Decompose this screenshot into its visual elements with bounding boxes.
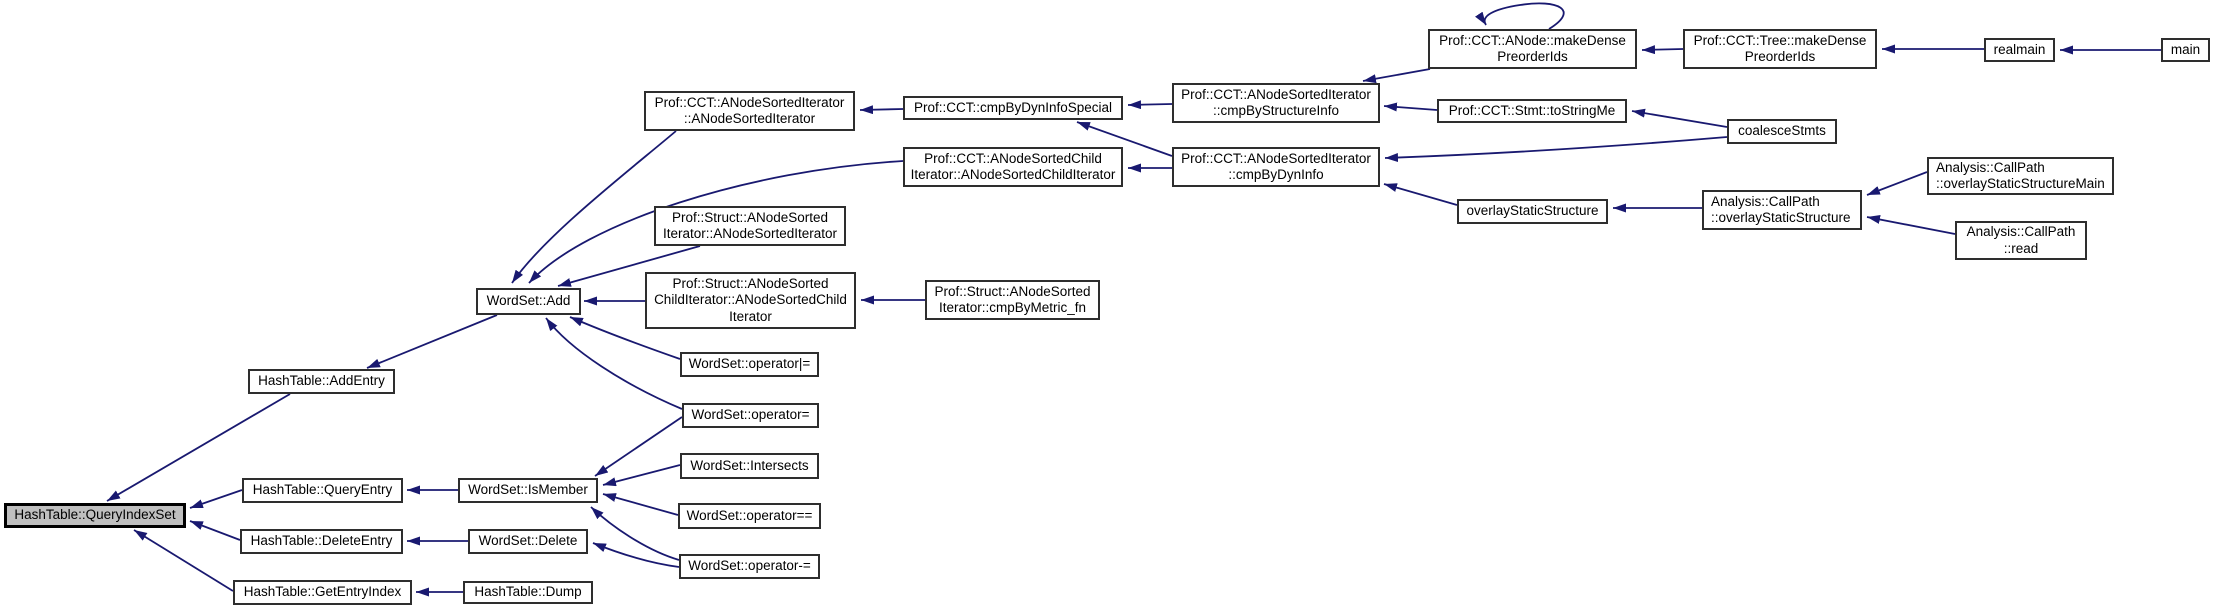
node-analysis-callpath-overlaystaticstructure[interactable]: Analysis::CallPath ::overlayStaticStruct… xyxy=(1702,190,1862,230)
node-cct-anodesortedchilditerator-ctor[interactable]: Prof::CCT::ANodeSortedChild Iterator::AN… xyxy=(903,147,1123,187)
node-hashtable-deleteentry[interactable]: HashTable::DeleteEntry xyxy=(240,529,403,554)
node-cct-tree-makedensepreorderids[interactable]: Prof::CCT::Tree::makeDense PreorderIds xyxy=(1683,29,1877,69)
node-hashtable-dump[interactable]: HashTable::Dump xyxy=(463,581,593,604)
edge-special-cctiterctor xyxy=(859,105,904,115)
node-cct-anode-makedensepreorderids[interactable]: Prof::CCT::ANode::makeDense PreorderIds xyxy=(1428,29,1637,69)
edge-anodemakedense-cmpbystructureinfo xyxy=(1362,68,1431,84)
node-cct-anodesortediterator-ctor[interactable]: Prof::CCT::ANodeSortedIterator ::ANodeSo… xyxy=(644,91,855,131)
edge-operatoreqeq-ismember xyxy=(602,493,679,516)
edge-overlaystatic-cmpbydyninfo xyxy=(1383,183,1458,206)
node-wordset-operator-eq-eq[interactable]: WordSet::operator== xyxy=(678,503,821,529)
node-analysis-callpath-overlaystaticstructuremain[interactable]: Analysis::CallPath ::overlayStaticStruct… xyxy=(1927,157,2114,195)
node-cct-stmt-tostringme[interactable]: Prof::CCT::Stmt::toStringMe xyxy=(1437,99,1627,123)
edge-tostringme-cmpbystructureinfo xyxy=(1383,102,1438,112)
edge-getentryindex-queryindexset xyxy=(133,529,234,592)
node-cct-cmpbydyninfo[interactable]: Prof::CCT::ANodeSortedIterator ::cmpByDy… xyxy=(1172,147,1380,187)
edge-treemakedense-anodemakedense xyxy=(1641,45,1684,55)
node-wordset-delete[interactable]: WordSet::Delete xyxy=(468,529,588,554)
node-cct-cmpbydyninfospecial[interactable]: Prof::CCT::cmpByDynInfoSpecial xyxy=(903,96,1123,120)
edge-anodemakedense-selfloop xyxy=(1475,2,1565,30)
edge-cctiterctor-add xyxy=(511,130,677,284)
node-hashtable-addentry[interactable]: HashTable::AddEntry xyxy=(248,369,395,394)
node-wordset-add[interactable]: WordSet::Add xyxy=(476,288,581,315)
edge-deleteentry-queryindexset xyxy=(189,520,241,541)
edge-operatorassign-ismember xyxy=(594,416,683,477)
node-hashtable-getentryindex[interactable]: HashTable::GetEntryIndex xyxy=(233,580,412,605)
node-wordset-intersects[interactable]: WordSet::Intersects xyxy=(680,453,819,479)
node-main[interactable]: main xyxy=(2161,38,2210,62)
node-struct-anodesortedchilditerator-ctor[interactable]: Prof::Struct::ANodeSorted ChildIterator:… xyxy=(645,272,856,329)
edge-operatorminuseq-ismember xyxy=(590,506,680,561)
node-wordset-ismember[interactable]: WordSet::IsMember xyxy=(458,478,598,503)
node-wordset-operator-minus-eq[interactable]: WordSet::operator-= xyxy=(679,554,820,579)
edge-coalescestmts-cmpbydyninfo xyxy=(1384,136,1728,163)
node-hashtable-queryentry[interactable]: HashTable::QueryEntry xyxy=(242,478,403,503)
node-wordset-operator-or-eq[interactable]: WordSet::operator|= xyxy=(680,352,819,377)
edge-operatorassign-add xyxy=(545,317,683,410)
edge-cmpbystructureinfo-special xyxy=(1127,100,1173,110)
node-coalescestmts[interactable]: coalesceStmts xyxy=(1727,119,1837,144)
node-struct-anodesortediterator-ctor[interactable]: Prof::Struct::ANodeSorted Iterator::ANod… xyxy=(654,206,846,246)
edge-acpoverlaymain-acpoverlay xyxy=(1866,171,1928,196)
edge-queryentry-queryindexset xyxy=(189,489,243,509)
edge-operatorminuseq-delete xyxy=(592,542,680,568)
edge-cmpbydyninfo-special xyxy=(1076,121,1173,157)
edge-coalescestmts-tostringme xyxy=(1631,108,1728,128)
edge-structiterctor-add xyxy=(557,245,701,287)
edge-addentry-queryindexset xyxy=(106,393,291,502)
edge-intersects-ismember xyxy=(602,464,681,487)
node-analysis-callpath-read[interactable]: Analysis::CallPath ::read xyxy=(1955,221,2087,260)
node-wordset-operator-assign[interactable]: WordSet::operator= xyxy=(682,403,819,428)
node-overlaystaticstructure[interactable]: overlayStaticStructure xyxy=(1457,199,1608,224)
edge-operatororeq-add xyxy=(569,316,681,360)
node-cct-cmpbystructureinfo[interactable]: Prof::CCT::ANodeSortedIterator ::cmpBySt… xyxy=(1172,83,1380,123)
node-struct-cmpbymetric-fn[interactable]: Prof::Struct::ANodeSorted Iterator::cmpB… xyxy=(925,280,1100,320)
edge-cctchildctor-add xyxy=(528,160,904,284)
edge-add-addentry xyxy=(366,314,498,369)
node-hashtable-queryindexset: HashTable::QueryIndexSet xyxy=(4,503,186,528)
node-realmain[interactable]: realmain xyxy=(1984,38,2055,62)
edge-acpread-acpoverlay xyxy=(1866,215,1956,235)
